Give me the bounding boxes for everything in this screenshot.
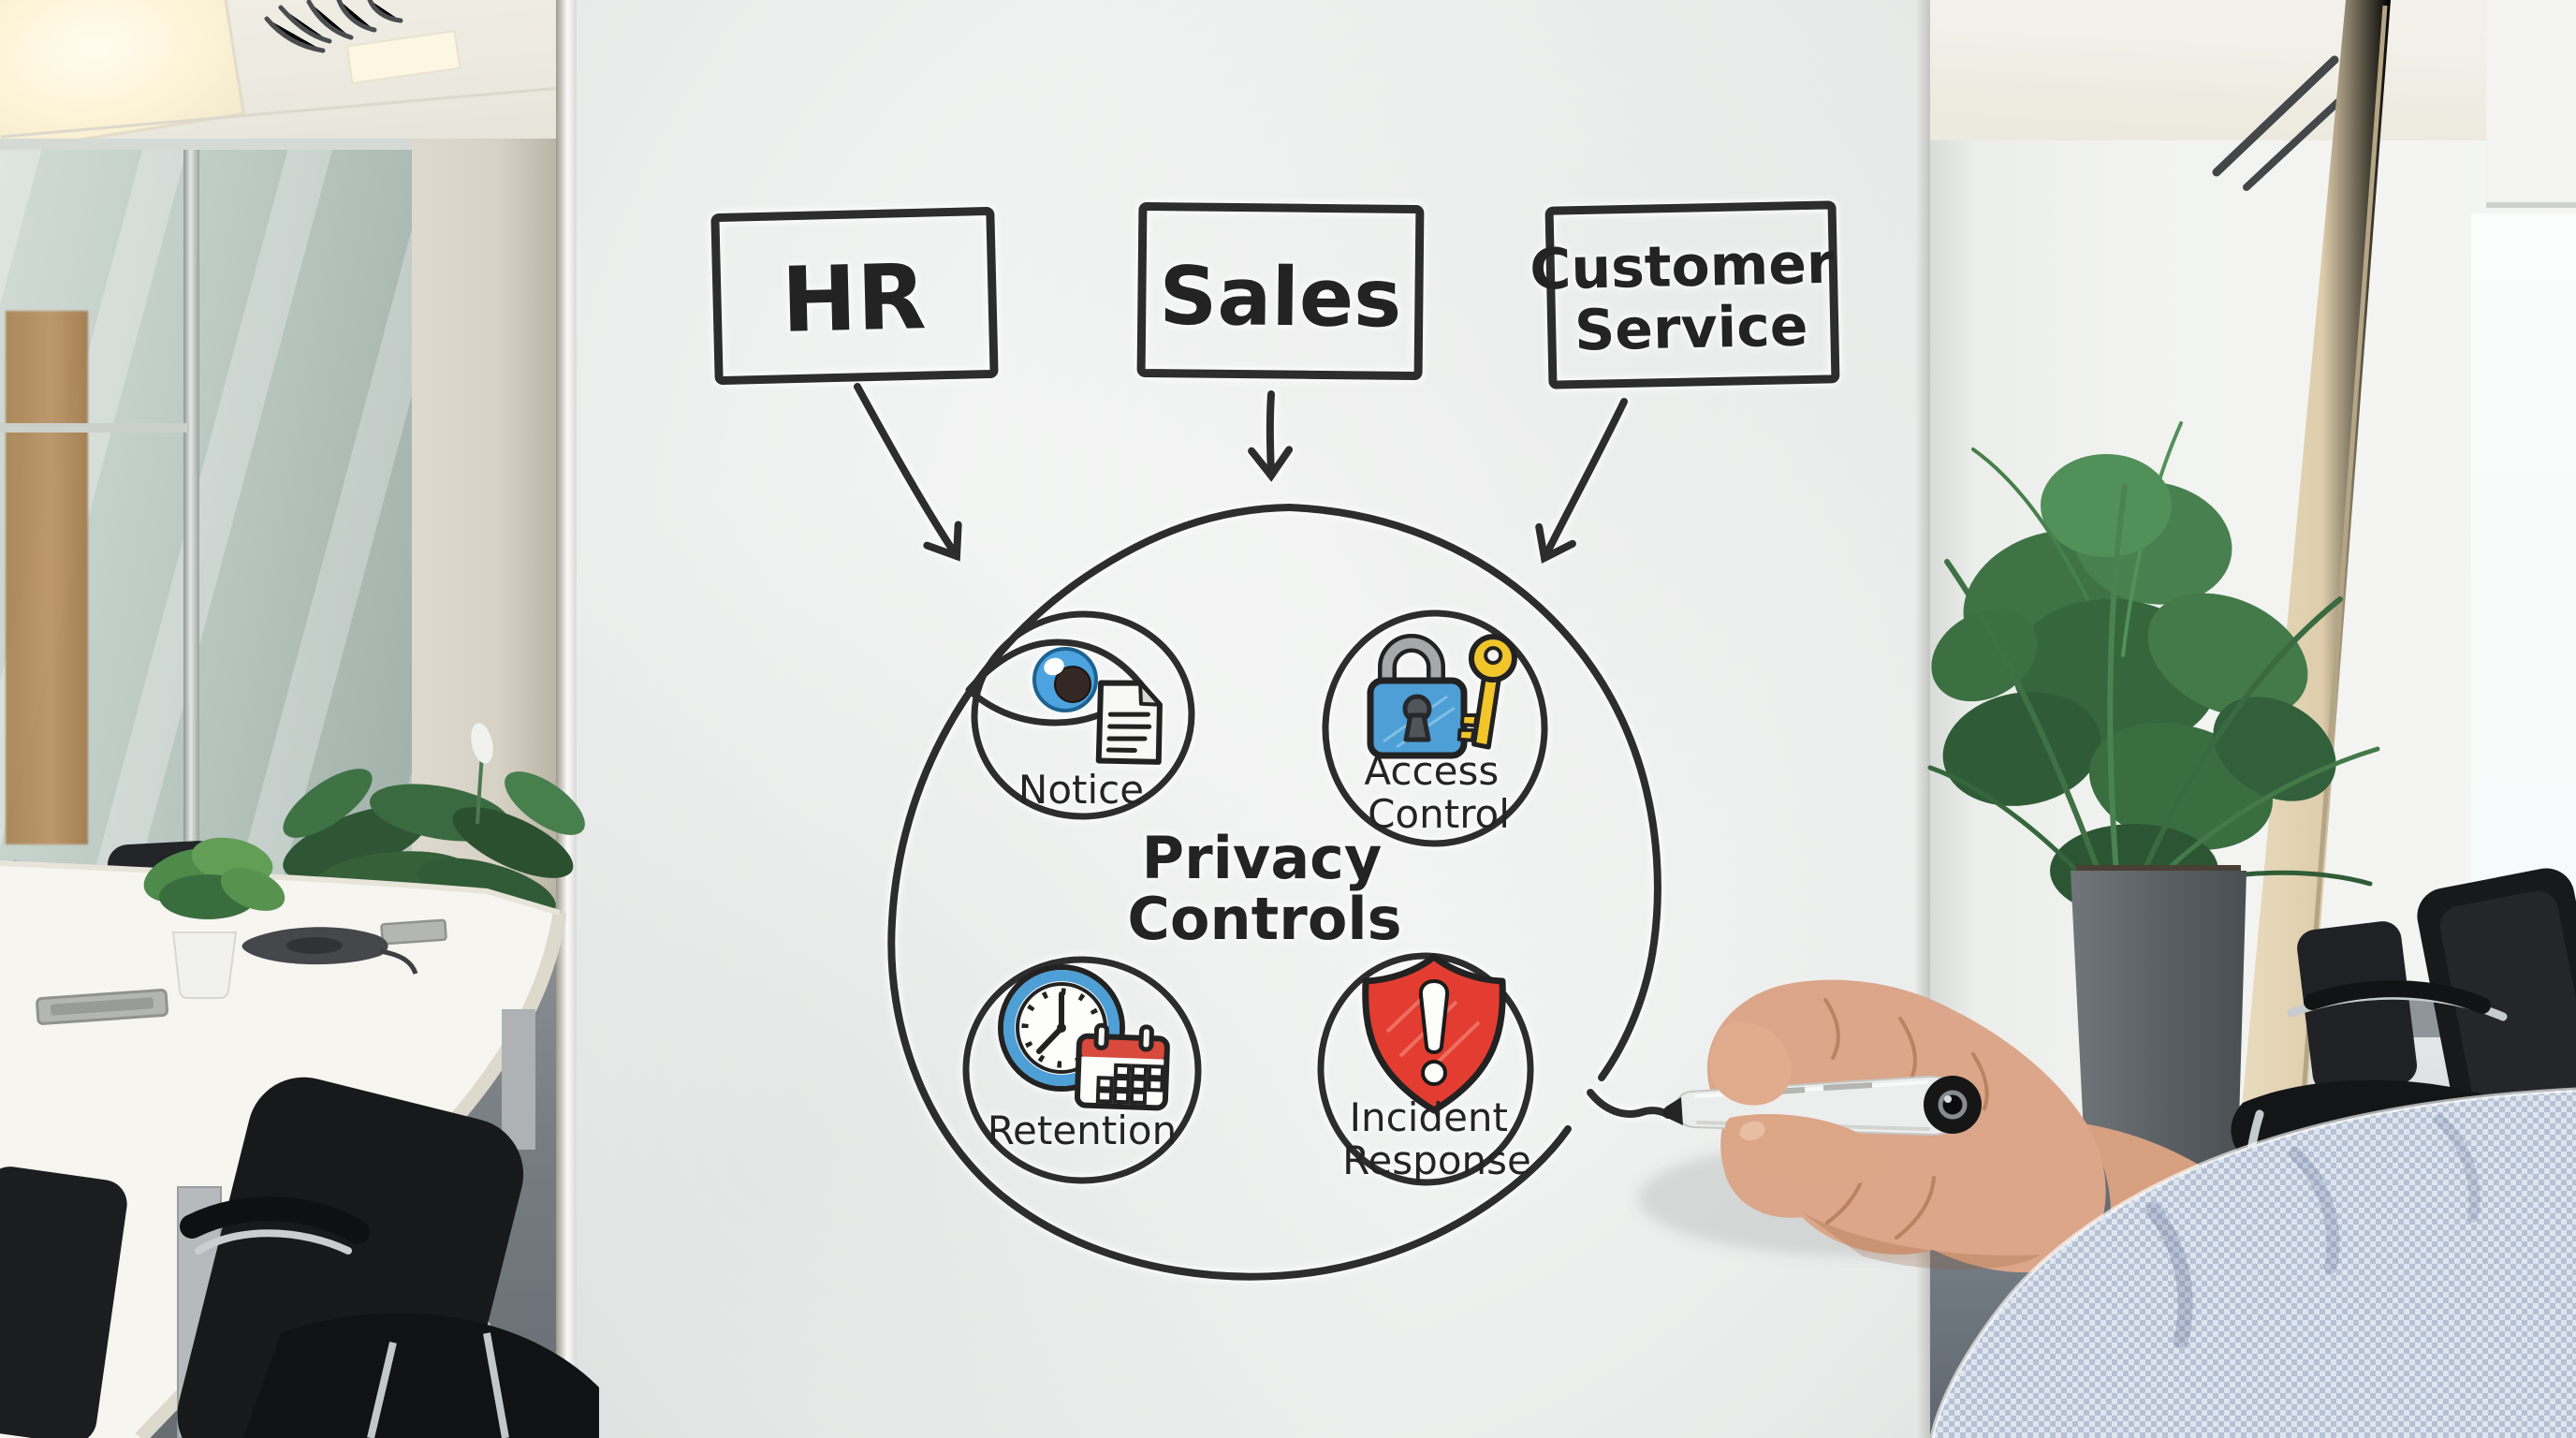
arrow-hr [854,383,962,562]
privacy-controls-circle [887,504,1672,1281]
hr-label: HR [781,244,928,353]
arrow-customer-service [1535,398,1628,565]
pen-stroke-in-progress [1587,1089,1672,1119]
ceiling-right [1930,0,2576,140]
shield-alert-icon [1362,953,1506,1114]
node-retention: Retention [962,956,1202,1184]
customer-service-box: Customer Service [1530,200,1856,389]
whiteboard-left-edge [556,0,577,1438]
calendar-icon [1074,1022,1170,1111]
sales-box: Sales [1136,201,1425,381]
swirl-diffuser-icon [264,0,403,53]
customer-service-label: Customer Service [1530,230,1856,364]
arrow-sales [1248,390,1294,482]
eye-icon [965,638,1148,726]
document-icon [1095,680,1163,765]
glass-frame-rail [0,139,431,150]
beige-column [2239,0,2391,1137]
svg-text:Privacy: Privacy [1142,824,1383,892]
glass-frame-rail-mid [0,423,187,433]
hr-box: HR [710,207,999,385]
shirt-sleeve [1929,1087,2576,1438]
notice-label: Notice [1018,767,1144,813]
incident-response-label: Incident Response [1342,1094,1531,1183]
wooden-door [6,311,88,844]
index-finger [1709,1021,1792,1106]
key-icon [1456,634,1517,750]
potted-plant-on-table [143,837,285,999]
svg-text:Controls: Controls [1127,885,1401,953]
node-notice: Notice [965,610,1195,820]
node-access-control: Access Control [1322,609,1548,847]
palm-plant [1927,421,2380,1247]
access-control-label: Access Control [1364,748,1511,837]
retention-label: Retention [988,1108,1178,1153]
node-incident-response: Incident Response [1317,952,1534,1186]
lily-flower [471,723,493,764]
diagram-title: Privacy Controls [1127,824,1401,953]
roller-blind [2486,0,2576,208]
table-cable-hatch [36,918,447,1025]
arrows [854,383,1628,565]
thumbnail [1739,1121,1765,1141]
conference-phone [242,927,418,975]
glass-frame-mullion [183,139,199,953]
office-chair-front-left [0,1077,599,1438]
marker-tip [1663,1097,1683,1125]
sales-label: Sales [1159,250,1402,346]
